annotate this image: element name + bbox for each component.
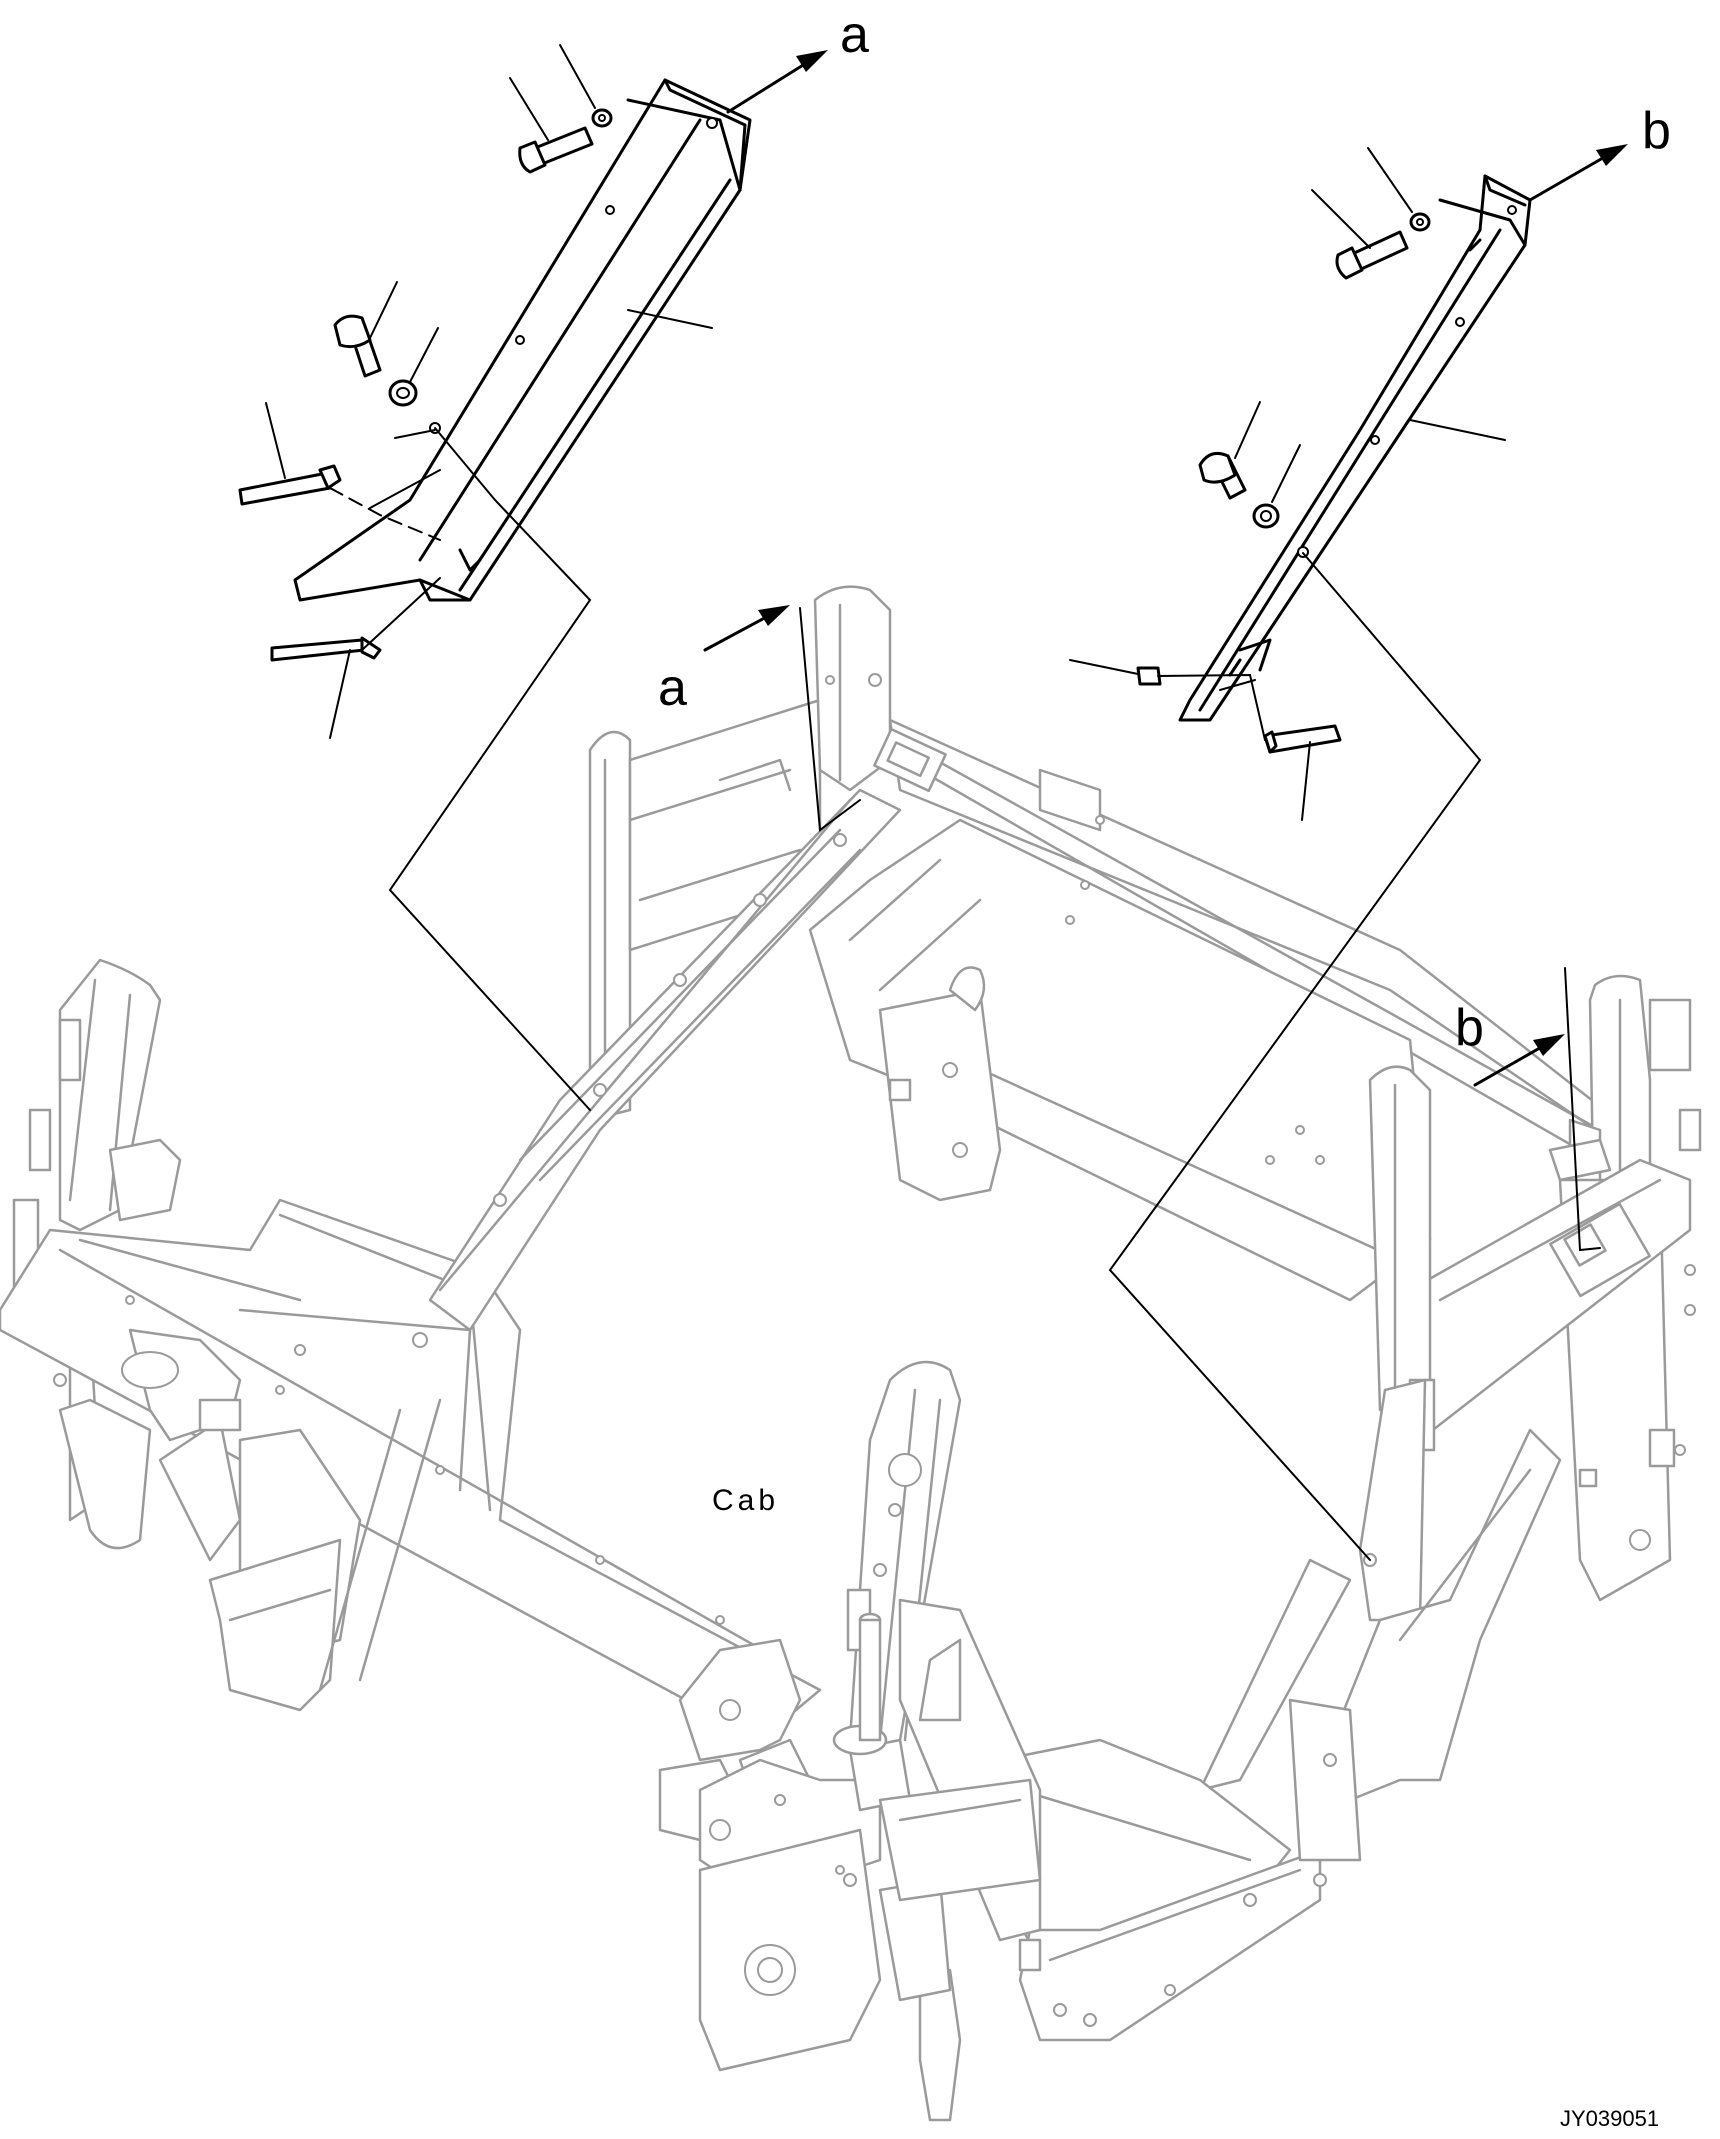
ref-label-b-top: b <box>1642 102 1671 160</box>
key-b-small <box>1136 666 1162 686</box>
bolt-b-mid <box>1198 452 1247 500</box>
reference-arrows <box>703 50 1628 1087</box>
bolt-a-mid <box>333 314 382 378</box>
cab-label: Cab <box>712 1484 779 1517</box>
bolt-b-top <box>1335 230 1409 280</box>
cab-frame <box>0 585 1702 2122</box>
bracket-a <box>293 78 752 602</box>
ref-label-a-top: a <box>840 6 869 64</box>
drawing-id: JY039051 <box>1560 2106 1659 2131</box>
ref-label-b-frame: b <box>1455 999 1484 1057</box>
bracket-b <box>1178 174 1532 722</box>
ref-label-a-frame: a <box>658 659 687 717</box>
key-b-large <box>1263 724 1342 754</box>
bolt-a-top <box>518 126 594 174</box>
leader-lines <box>265 44 1601 1561</box>
